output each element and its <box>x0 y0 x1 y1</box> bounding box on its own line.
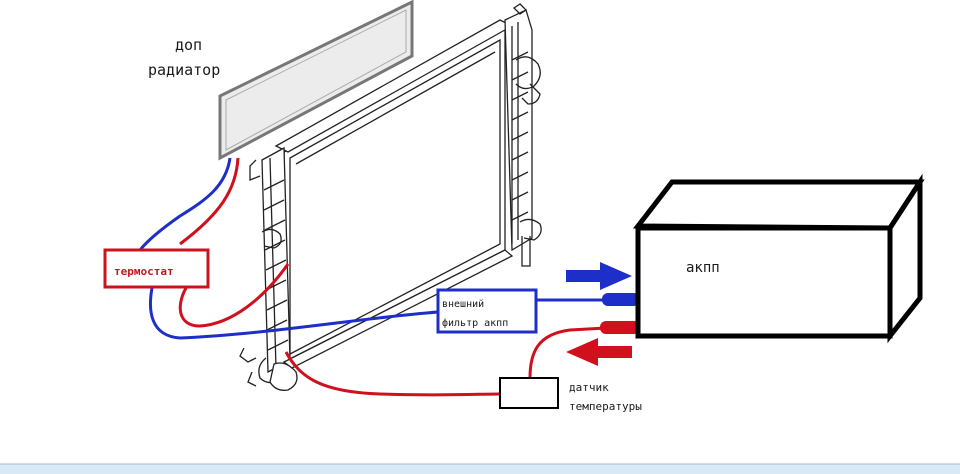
gearbox-blue-connector <box>602 293 640 306</box>
hot-line-radiator-to-sensor <box>284 351 501 397</box>
aux-radiator <box>218 0 414 161</box>
cold-line-thermostat-to-filter <box>148 287 439 340</box>
external-filter-box <box>436 288 538 334</box>
hot-line-sensor-to-gearbox <box>528 326 607 379</box>
flow-arrow-in-icon <box>566 262 632 290</box>
bottom-bar <box>0 464 960 474</box>
hot-line-thermostat-to-radiator <box>178 263 290 328</box>
external-filter-label-line1: внешний <box>442 298 484 310</box>
thermostat-box <box>103 248 210 289</box>
temp-sensor-box <box>499 377 559 409</box>
main-radiator <box>239 3 542 391</box>
thermostat-label: термостат <box>114 265 174 278</box>
temp-sensor-label-line1: датчик <box>569 381 609 394</box>
gearbox-red-connector <box>600 321 640 334</box>
aux-radiator-label-line1: доп <box>175 36 202 54</box>
cold-line-aux-to-thermostat <box>138 157 232 251</box>
hot-line-aux-to-thermostat <box>179 157 240 246</box>
temp-sensor-label-line2: температуры <box>569 400 642 413</box>
flow-arrow-out-icon <box>566 338 632 366</box>
gearbox-box <box>632 173 925 344</box>
external-filter-label-line2: фильтр акпп <box>442 317 508 329</box>
aux-radiator-label-line2: радиатор <box>148 61 220 79</box>
gearbox-label: акпп <box>686 260 720 276</box>
